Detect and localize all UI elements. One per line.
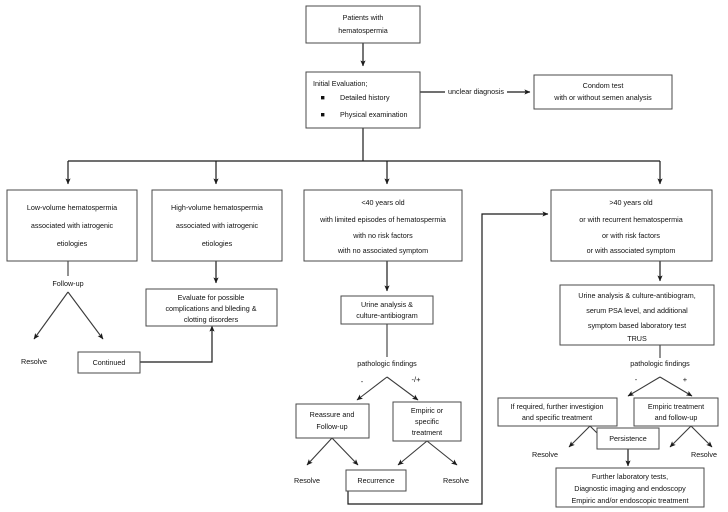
label-pathologic-findings-right: pathologic findings bbox=[630, 359, 690, 368]
bullet-square-icon bbox=[321, 96, 325, 100]
edge-empiric-to-resolve bbox=[426, 440, 458, 466]
empiric-specific-line-3: treatment bbox=[412, 428, 442, 437]
over-40-line-2: or with recurrent hematospermia bbox=[579, 215, 682, 224]
node-recurrence[interactable]: Recurrence bbox=[345, 469, 407, 492]
label-pathologic-findings-center: pathologic findings bbox=[357, 359, 417, 368]
node-evaluate-complications[interactable]: Evaluate for possible complications and … bbox=[145, 288, 278, 327]
reassure-line-2: Follow-up bbox=[316, 422, 347, 431]
patients-line-1: Patients with bbox=[343, 13, 384, 22]
node-empiric-treatment-follow-up[interactable]: Empiric treatment and follow-up bbox=[633, 397, 719, 427]
node-over-40-years-old[interactable]: >40 years old or with recurrent hematosp… bbox=[550, 189, 713, 262]
initial-evaluation-bullet-1: Detailed history bbox=[340, 93, 390, 102]
empiric-specific-line-1: Empiric or bbox=[411, 406, 444, 415]
node-further-laboratory-tests[interactable]: Further laboratory tests, Diagnostic ima… bbox=[555, 467, 705, 508]
label-resolve-right-left: Resolve bbox=[532, 450, 558, 459]
edge-empiric-to-recurrence bbox=[397, 440, 428, 466]
node-initial-evaluation[interactable]: Initial Evaluation; Detailed history Phy… bbox=[305, 71, 421, 129]
under-40-line-2: with limited episodes of hematospermia bbox=[319, 215, 446, 224]
urine-right-line-3: symptom based laboratory test bbox=[588, 321, 686, 330]
node-patients-with-hematospermia[interactable]: Patients with hematospermia bbox=[305, 5, 421, 44]
high-volume-line-2: associated with iatrogenic bbox=[176, 221, 259, 230]
edge-pathologic-center-negative bbox=[356, 376, 388, 401]
node-low-volume-hematospermia[interactable]: Low-volume hematospermia associated with… bbox=[6, 189, 138, 262]
further-investigation-line-2: and specific treatment bbox=[522, 413, 592, 422]
label-sign-plusminus-center: -/+ bbox=[412, 375, 422, 384]
further-labs-line-2: Diagnostic imaging and endoscopy bbox=[574, 484, 686, 493]
further-labs-line-3: Empiric and/or endoscopic treatment bbox=[571, 496, 688, 505]
low-volume-line-3: etiologies bbox=[57, 239, 88, 248]
node-empiric-or-specific-treatment[interactable]: Empiric or specific treatment bbox=[392, 401, 462, 442]
high-volume-line-1: High-volume hematospermia bbox=[171, 203, 263, 212]
further-investigation-line-1: If required, further investigion bbox=[510, 402, 603, 411]
urine-center-line-2: culture-antibiogram bbox=[356, 311, 418, 320]
node-under-40-years-old[interactable]: <40 years old with limited episodes of h… bbox=[303, 189, 463, 262]
under-40-line-3: with no risk factors bbox=[352, 231, 413, 240]
edge-empiric-treatment-to-persistence bbox=[669, 425, 692, 448]
continued-label: Continued bbox=[93, 358, 126, 367]
node-urine-analysis-right[interactable]: Urine analysis & culture-antibiogram, se… bbox=[559, 284, 715, 346]
high-volume-line-3: etiologies bbox=[202, 239, 233, 248]
edge-follow-up-to-resolve bbox=[33, 291, 69, 340]
initial-evaluation-heading: Initial Evaluation; bbox=[313, 79, 367, 88]
empiric-treatment-line-1: Empiric treatment bbox=[648, 402, 704, 411]
low-volume-line-1: Low-volume hematospermia bbox=[27, 203, 117, 212]
further-labs-line-1: Further laboratory tests, bbox=[592, 472, 668, 481]
condom-test-line-1: Condom test bbox=[583, 81, 624, 90]
edge-empiric-treatment-to-resolve bbox=[690, 425, 713, 448]
initial-evaluation-bullet-2: Physical examination bbox=[340, 110, 408, 119]
edge-follow-up-to-continued bbox=[67, 291, 104, 340]
over-40-line-3: or with risk factors bbox=[602, 231, 660, 240]
label-sign-minus-right: - bbox=[635, 375, 638, 384]
condom-test-line-2: with or without semen analysis bbox=[553, 93, 652, 102]
edge-reassure-to-resolve bbox=[306, 437, 333, 466]
evaluate-line-1: Evaluate for possible bbox=[178, 293, 245, 302]
urine-center-line-1: Urine analysis & bbox=[361, 300, 413, 309]
patients-line-2: hematospermia bbox=[338, 26, 388, 35]
over-40-line-1: >40 years old bbox=[609, 198, 652, 207]
label-sign-minus-center: - bbox=[361, 377, 364, 386]
label-follow-up: Follow-up bbox=[52, 279, 83, 288]
edge-pathologic-right-positive bbox=[659, 376, 693, 397]
label-resolve-center-left: Resolve bbox=[294, 476, 320, 485]
node-continued[interactable]: Continued bbox=[77, 351, 141, 374]
edge-reassure-to-recurrence bbox=[331, 437, 359, 466]
under-40-line-4: with no associated symptom bbox=[337, 246, 428, 255]
urine-right-line-4: TRUS bbox=[627, 334, 647, 343]
edge-further-investigation-to-resolve bbox=[568, 425, 591, 448]
node-urine-analysis-center[interactable]: Urine analysis & culture-antibiogram bbox=[340, 295, 434, 325]
label-resolve-right-right: Resolve bbox=[691, 450, 717, 459]
urine-right-line-1: Urine analysis & culture-antibiogram, bbox=[578, 291, 695, 300]
label-unclear-diagnosis: unclear diagnosis bbox=[448, 87, 504, 96]
bullet-square-icon bbox=[321, 113, 325, 117]
edge-pathologic-right-negative bbox=[627, 376, 661, 397]
reassure-line-1: Reassure and bbox=[310, 410, 355, 419]
edge-pathologic-center-positive bbox=[386, 376, 419, 401]
recurrence-label: Recurrence bbox=[357, 476, 394, 485]
label-resolve-center-right: Resolve bbox=[443, 476, 469, 485]
urine-right-line-2: serum PSA level, and additional bbox=[586, 306, 688, 315]
edge-continued-to-evaluate bbox=[140, 325, 215, 363]
empiric-specific-line-2: specific bbox=[415, 417, 439, 426]
persistence-label: Persistence bbox=[609, 434, 647, 443]
evaluate-line-3: clotting disorders bbox=[184, 315, 239, 324]
empiric-treatment-line-2: and follow-up bbox=[655, 413, 698, 422]
label-resolve-left: Resolve bbox=[21, 357, 47, 366]
evaluate-line-2: complications and blleding & bbox=[165, 304, 256, 313]
edge-recurrence-to-over-40 bbox=[347, 211, 549, 505]
over-40-line-4: or with associated symptom bbox=[587, 246, 676, 255]
node-high-volume-hematospermia[interactable]: High-volume hematospermia associated wit… bbox=[151, 189, 283, 262]
low-volume-line-2: associated with iatrogenic bbox=[31, 221, 114, 230]
node-reassure-and-follow-up[interactable]: Reassure and Follow-up bbox=[295, 403, 370, 439]
node-persistence[interactable]: Persistence bbox=[596, 427, 660, 450]
label-sign-plus-right: + bbox=[683, 375, 688, 384]
node-further-investigation[interactable]: If required, further investigion and spe… bbox=[497, 397, 618, 427]
node-condom-test[interactable]: Condom test with or without semen analys… bbox=[533, 74, 673, 110]
under-40-line-1: <40 years old bbox=[361, 198, 404, 207]
